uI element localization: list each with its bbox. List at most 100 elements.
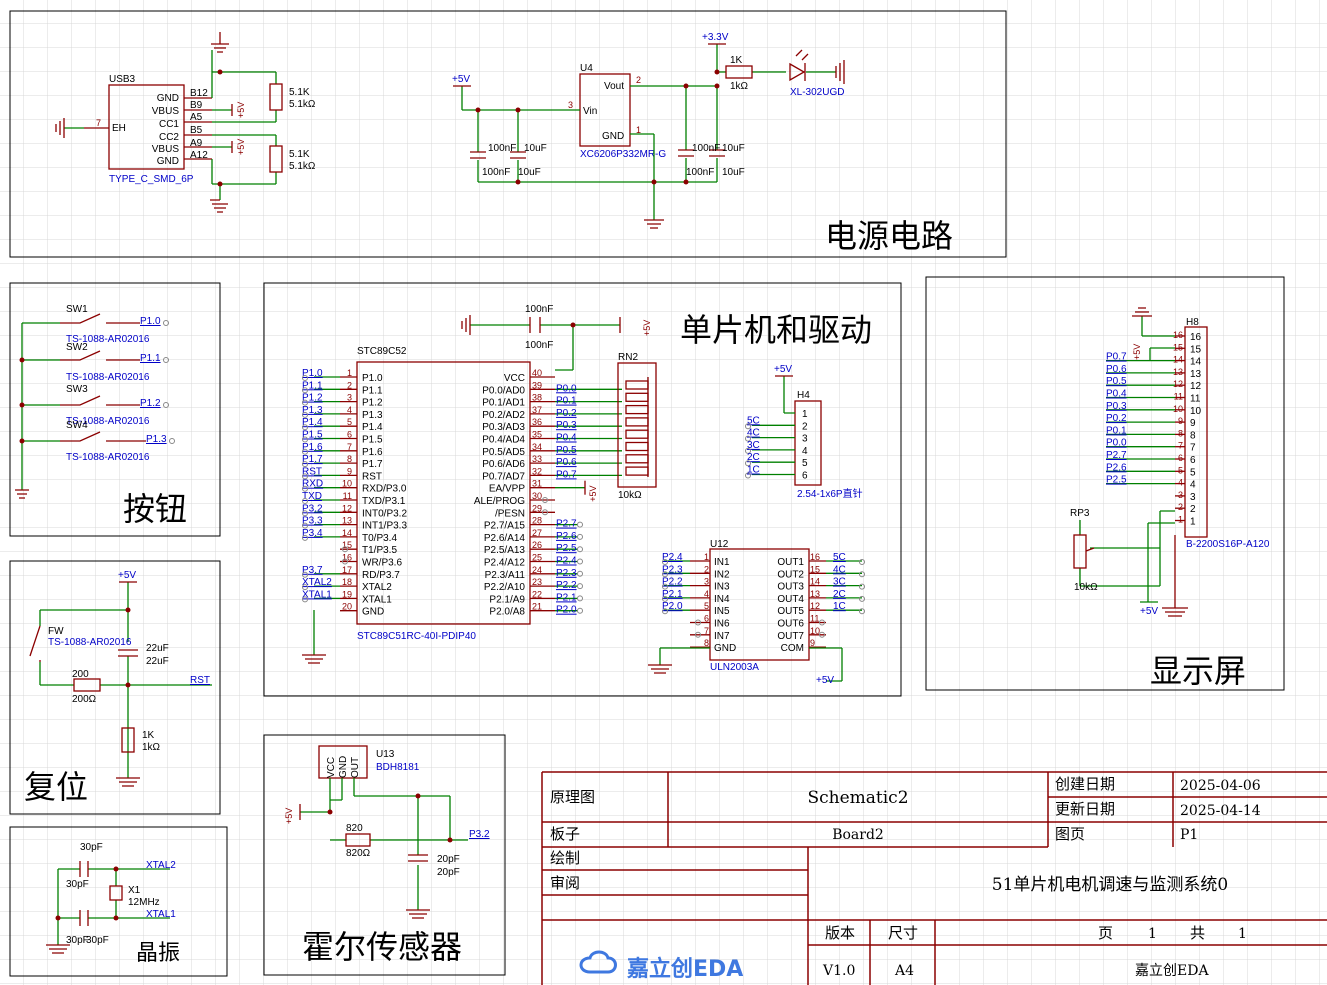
switch-sw4[interactable]: SW4 TS-1088-AR02016 P1.3: [60, 420, 175, 463]
tb-version-value: V1.0: [822, 963, 855, 979]
h8-body: [1184, 326, 1208, 538]
mcu-left-pin-number: 19: [342, 589, 352, 599]
ldo-c3: 100nF: [692, 143, 720, 154]
mcu-right-pin-label: EA/VPP: [489, 484, 525, 495]
h4-part: 2.54-1x6P直针: [797, 487, 863, 500]
xtal-freq: 12MHz: [128, 897, 160, 908]
switch-sw1[interactable]: SW1 TS-1088-AR02016 P1.0: [60, 304, 169, 345]
mcu-right-pin-label: P0.4/AD4: [482, 435, 525, 446]
mcu-left-pin-label: XTAL1: [362, 594, 392, 605]
mcu-right-pin-label: P0.1/AD1: [482, 398, 525, 409]
mcu-left-net-label: P1.2: [302, 393, 323, 404]
h8-net-label: P0.1: [1106, 425, 1127, 436]
tb-size-key: 尺寸: [888, 924, 918, 942]
mcu-left-pin-label: INT0/P3.2: [362, 508, 407, 519]
mcu-left-net-label: RXD: [302, 479, 323, 490]
tb-board-key: 板子: [550, 825, 580, 843]
frame-mcu: [263, 282, 902, 697]
mcu-left-pin-label: P1.6: [362, 447, 383, 458]
usb-connector[interactable]: USB3 TYPE_C_SMD_6P GND VBUS CC1 CC2 VBUS…: [84, 74, 212, 185]
switch-sw3[interactable]: SW3 TS-1088-AR02016 P1.2: [60, 384, 169, 427]
h8-net-label: P2.5: [1106, 475, 1127, 486]
mcu-left-net-label: P3.3: [302, 516, 323, 527]
xtal-c1-value: 30pF: [66, 879, 89, 890]
switch-sw2[interactable]: SW2 TS-1088-AR02016 P1.1: [60, 342, 169, 383]
ldo-gnd: GND: [602, 131, 624, 142]
ldo-part: XC6206P332MR-G: [580, 149, 666, 160]
uln-in-net-label: P2.4: [662, 552, 683, 563]
mcu-chip[interactable]: STC89C52 STC89C51RC-40I-PDIP40 P1.01P1.0…: [302, 346, 622, 642]
led-r-label: 1K: [730, 55, 743, 66]
mcu-right-pin-number: 34: [532, 442, 542, 452]
hall-r-label: 820: [346, 823, 363, 834]
h4-net-label: 4C: [747, 428, 760, 439]
led-resistor: [725, 65, 753, 79]
h4-pin-number: 3: [802, 434, 808, 445]
ldo-c4-value: 10uF: [722, 167, 745, 178]
tb-version-key: 版本: [825, 924, 855, 942]
tb-created-value: 2025-04-06: [1180, 778, 1261, 794]
h8-pin-number-right: 3: [1190, 492, 1196, 503]
uln-out-pin-number: 9: [810, 638, 815, 648]
mcu-left-pin-number: 5: [347, 417, 352, 427]
h4-pin-number: 4: [802, 446, 808, 457]
mcu-left-net-label: P1.4: [302, 417, 323, 428]
uln-in-pin-number: 8: [704, 638, 709, 648]
mcu-right-pin-number: 22: [532, 589, 542, 599]
tb-pg-value: 1: [1148, 926, 1157, 942]
h8-pin-number-left: 10: [1173, 404, 1183, 414]
mcu-left-pin-label: GND: [362, 607, 384, 618]
usb-r2-label: 5.1K: [289, 149, 310, 160]
mcu-right-pin-label: P0.3/AD3: [482, 422, 525, 433]
pot-value: 10kΩ: [1074, 582, 1098, 593]
tb-page-value: P1: [1180, 827, 1198, 843]
hall-vcc-net: +5V: [284, 808, 294, 824]
mcu-left-pin-number: 9: [347, 466, 352, 476]
mcu-right-pin-number: 27: [532, 528, 542, 538]
resistor-network[interactable]: RN2 10kΩ: [617, 352, 657, 501]
mcu-left-pin-label: XTAL2: [362, 582, 392, 593]
mcu-right-pin-number: 32: [532, 466, 542, 476]
reset-c-label: 22uF: [146, 643, 169, 654]
h8-pin-number-left: 13: [1173, 367, 1183, 377]
mcu-left-pin-number: 6: [347, 430, 352, 440]
mcu-right-pin-number: 35: [532, 430, 542, 440]
xtal-net-2: XTAL2: [146, 860, 176, 871]
uln-body: [709, 548, 810, 661]
mcu-left-pin-number: 17: [342, 565, 352, 575]
h8-pin-number-right: 6: [1190, 455, 1196, 466]
h8-pin-number-right: 16: [1190, 332, 1202, 343]
hall-sensor[interactable]: U13 BDH8181 VCC GND OUT +5V 820 820Ω 20p…: [284, 745, 490, 919]
pot-icon: [1073, 534, 1087, 569]
mcu-right-net-label: P0.2: [556, 408, 577, 419]
sw3-part: TS-1088-AR02016: [66, 416, 150, 427]
sw1-ref: SW1: [66, 304, 88, 315]
tb-updated-key: 更新日期: [1055, 800, 1115, 818]
usb-pin-cc2: CC2: [159, 132, 179, 143]
mcu-left-pin-label: RST: [362, 471, 382, 482]
sw2-ref: SW2: [66, 342, 88, 353]
uln-in-pin-label: IN4: [714, 594, 730, 605]
mcu-right-pin-number: 38: [532, 393, 542, 403]
ldo-in-net: +5V: [452, 74, 470, 85]
uln-in-pin-label: GND: [714, 643, 736, 654]
ldo-wiring: +5V +3.3V 100nF 100nF 10uF 10uF 100nF 10…: [452, 32, 845, 229]
uln-in-pin-number: 5: [704, 601, 709, 611]
mcu-left-net-label: P1.5: [302, 430, 323, 441]
sw3-net: P1.2: [140, 398, 161, 409]
usb-pad-a5: A5: [190, 112, 203, 123]
h8-pin-number-left: 8: [1178, 428, 1183, 438]
uln-in-pin-label: IN1: [714, 557, 730, 568]
mcu-left-pin-label: T1/P3.5: [362, 545, 397, 556]
reset-circuit[interactable]: +5V FW TS-1088-AR02016 22uF 22uF 200 200…: [29, 570, 212, 787]
uln-in-pin-number: 1: [704, 552, 709, 562]
crystal-circuit[interactable]: 30pF 30pF 30pF 30pF X1 12MHz XTAL2 XTAL1: [46, 842, 176, 954]
mcu-right-pin-number: 21: [532, 602, 542, 612]
hall-pin-vcc: VCC: [326, 757, 337, 778]
usb-r2-value: 5.1kΩ: [289, 161, 316, 172]
ldo-c4: 10uF: [722, 143, 745, 154]
